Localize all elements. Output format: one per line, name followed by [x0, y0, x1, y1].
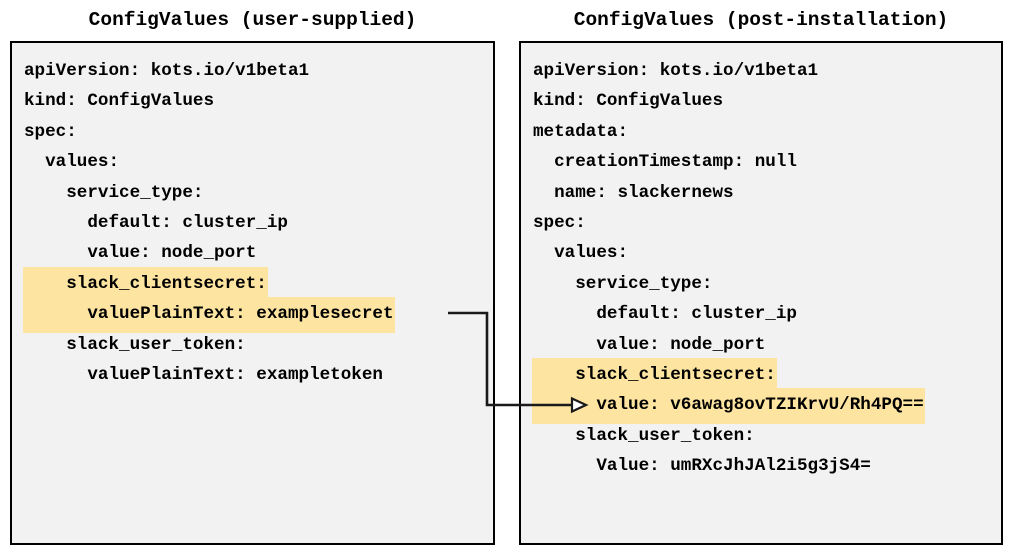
yaml-content-user-supplied: apiVersion: kots.io/v1beta1 kind: ConfigV…	[12, 43, 493, 389]
yaml-box-user-supplied: apiVersion: kots.io/v1beta1 kind: ConfigV…	[10, 41, 495, 545]
yaml-line-text: metadata:	[533, 121, 629, 142]
yaml-box-post-installation: apiVersion: kots.io/v1beta1 kind: ConfigV…	[519, 41, 1003, 545]
yaml-line: default: cluster_ip	[521, 298, 1001, 328]
yaml-line-text: valuePlainText: examplesecret	[24, 298, 394, 332]
yaml-line: creationTimestamp: null	[521, 146, 1001, 176]
yaml-content-post-installation: apiVersion: kots.io/v1beta1 kind: ConfigV…	[521, 43, 1001, 480]
yaml-line-text: kind: ConfigValues	[24, 91, 215, 112]
yaml-line-text: creationTimestamp: null	[533, 152, 797, 173]
yaml-line-text: values:	[24, 152, 120, 173]
yaml-line-text: spec:	[24, 121, 77, 142]
yaml-line-text: value: node_port	[24, 243, 257, 264]
yaml-line: service_type:	[12, 177, 493, 207]
yaml-line: value: v6awag8ovTZIKrvU/Rh4PQ==	[521, 389, 1001, 423]
yaml-line: values:	[521, 237, 1001, 267]
yaml-line: Value: umRXcJhJAl2i5g3jS4=	[521, 450, 1001, 480]
yaml-line-text: slack_clientsecret:	[24, 267, 267, 302]
yaml-line: name: slackernews	[521, 177, 1001, 207]
yaml-line: slack_clientsecret:	[12, 267, 493, 302]
yaml-line-text: value: node_port	[533, 334, 766, 355]
yaml-line-text: default: cluster_ip	[24, 212, 288, 233]
yaml-line: value: node_port	[12, 237, 493, 267]
yaml-line: valuePlainText: exampletoken	[12, 359, 493, 389]
yaml-line: spec:	[12, 116, 493, 146]
yaml-line: slack_user_token:	[521, 420, 1001, 450]
yaml-line-text: value: v6awag8ovTZIKrvU/Rh4PQ==	[533, 389, 924, 423]
yaml-line-text: valuePlainText: exampletoken	[24, 364, 383, 385]
yaml-line: slack_user_token:	[12, 329, 493, 359]
yaml-line: kind: ConfigValues	[521, 85, 1001, 115]
yaml-line: apiVersion: kots.io/v1beta1	[521, 55, 1001, 85]
panel-title-post-installation: ConfigValues (post-installation)	[573, 9, 949, 31]
yaml-line-text: Value: umRXcJhJAl2i5g3jS4=	[533, 456, 871, 477]
yaml-line: service_type:	[521, 268, 1001, 298]
yaml-line: apiVersion: kots.io/v1beta1	[12, 55, 493, 85]
yaml-line-text: slack_user_token:	[24, 334, 246, 355]
yaml-line-text: apiVersion: kots.io/v1beta1	[533, 61, 819, 81]
yaml-line-text: service_type:	[24, 182, 204, 203]
yaml-line-text: slack_clientsecret:	[533, 358, 776, 393]
yaml-line-text: default: cluster_ip	[533, 304, 797, 325]
yaml-line-text: values:	[533, 243, 629, 264]
yaml-line: default: cluster_ip	[12, 207, 493, 237]
yaml-line: values:	[12, 146, 493, 176]
yaml-line-text: spec:	[533, 212, 586, 233]
yaml-line-text: apiVersion: kots.io/v1beta1	[24, 61, 310, 81]
yaml-line: slack_clientsecret:	[521, 358, 1001, 393]
yaml-line: valuePlainText: examplesecret	[12, 298, 493, 332]
yaml-line-text: slack_user_token:	[533, 425, 755, 446]
yaml-line-text: kind: ConfigValues	[533, 91, 724, 112]
yaml-line-text: service_type:	[533, 273, 713, 294]
yaml-line: value: node_port	[521, 329, 1001, 359]
yaml-line: kind: ConfigValues	[12, 85, 493, 115]
yaml-line: metadata:	[521, 116, 1001, 146]
yaml-line: spec:	[521, 207, 1001, 237]
yaml-line-text: name: slackernews	[533, 182, 734, 203]
panel-title-user-supplied: ConfigValues (user-supplied)	[88, 9, 417, 31]
